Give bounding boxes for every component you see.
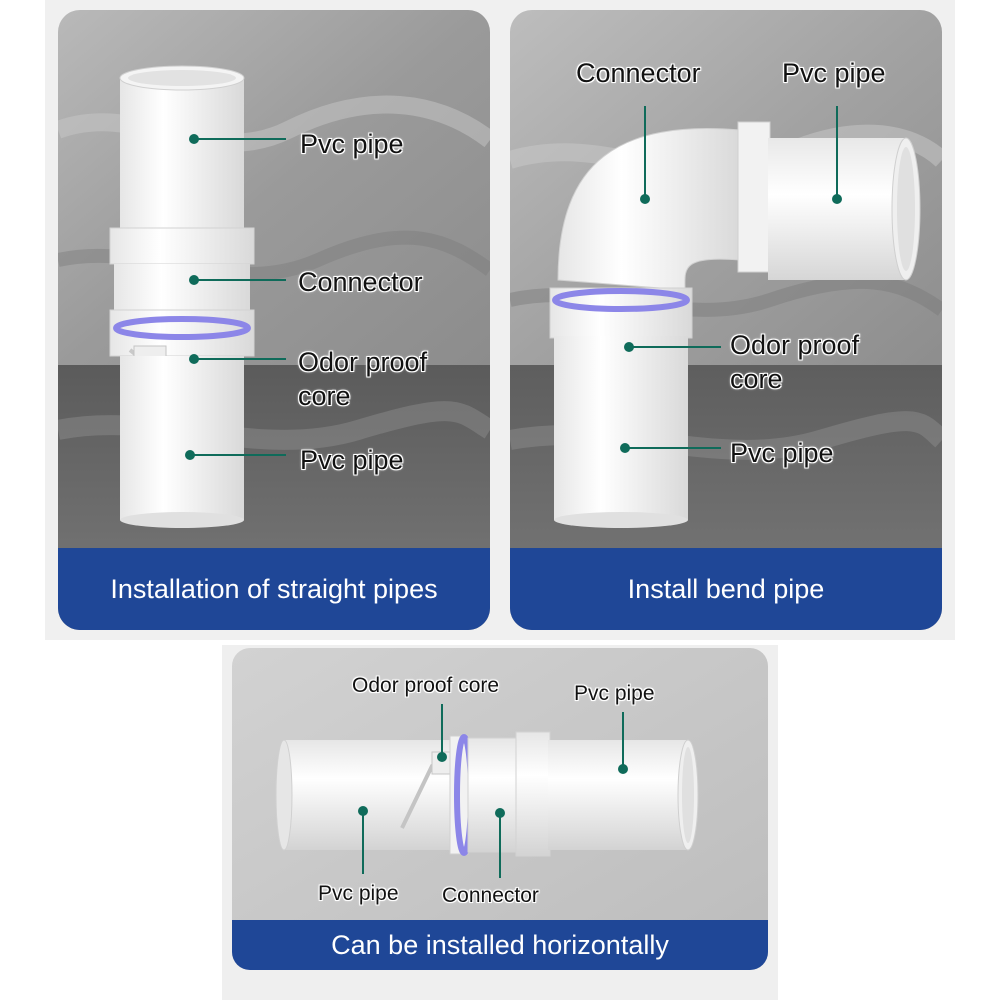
callout-line	[441, 704, 443, 754]
callout-dot	[358, 806, 368, 816]
callout-dot	[495, 808, 505, 818]
label-odor-proof-core: Odor proof core	[352, 674, 500, 697]
label-odor-proof-core: Odor proof core	[730, 330, 860, 394]
straight-pipe-panel: Pvc pipe Connector Odor proof core Pvc p…	[58, 10, 490, 630]
straight-pipe-illustration	[58, 10, 490, 630]
label-odor-proof-core: Odor proof core	[298, 347, 428, 411]
callout-dot	[437, 752, 447, 762]
bend-pipe-illustration	[510, 10, 942, 630]
callout-line	[644, 106, 646, 196]
label-pvc-pipe-bottom: Pvc pipe	[730, 438, 834, 468]
callout-line	[836, 106, 838, 196]
callout-line	[499, 814, 501, 878]
callout-line	[362, 812, 364, 874]
label-pvc-pipe-bottom: Pvc pipe	[300, 445, 404, 475]
callout-dot	[640, 194, 650, 204]
label-pvc-pipe-top: Pvc pipe	[300, 129, 404, 159]
callout-line	[194, 279, 286, 281]
banner-bend-pipe: Install bend pipe	[510, 548, 942, 630]
callout-line	[629, 346, 721, 348]
horizontal-pipe-illustration	[232, 648, 768, 970]
label-pvc-pipe-left: Pvc pipe	[318, 882, 399, 905]
label-connector: Connector	[442, 884, 539, 907]
label-connector: Connector	[298, 267, 423, 297]
callout-line	[190, 454, 286, 456]
label-pvc-pipe-right: Pvc pipe	[782, 58, 886, 88]
callout-line	[194, 138, 286, 140]
callout-line	[194, 358, 286, 360]
label-connector: Connector	[576, 58, 701, 88]
label-pvc-pipe-right: Pvc pipe	[574, 682, 655, 705]
callout-dot	[832, 194, 842, 204]
callout-line	[622, 712, 624, 768]
bend-pipe-panel: Connector Pvc pipe Odor proof core Pvc p…	[510, 10, 942, 630]
callout-dot	[618, 764, 628, 774]
callout-line	[625, 447, 721, 449]
banner-straight-pipes: Installation of straight pipes	[58, 548, 490, 630]
horizontal-pipe-panel: Odor proof core Pvc pipe Pvc pipe Connec…	[232, 648, 768, 970]
banner-horizontal: Can be installed horizontally	[232, 920, 768, 970]
